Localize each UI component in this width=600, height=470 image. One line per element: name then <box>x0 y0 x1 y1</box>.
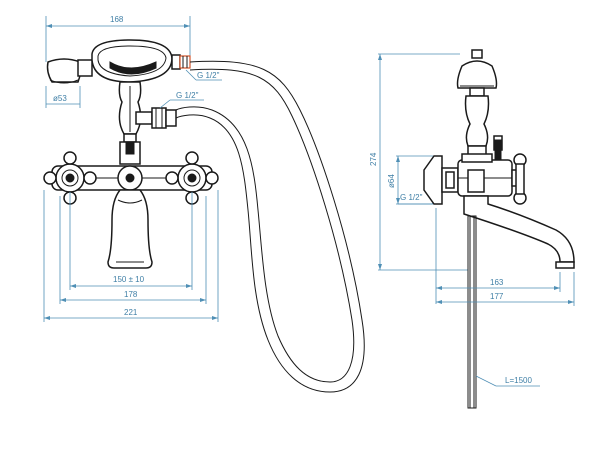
dim-177: 177 <box>436 272 575 306</box>
dim-178: 178 <box>59 196 207 304</box>
hand-shower-head <box>46 58 93 84</box>
dim-d53: ø53 <box>45 86 81 108</box>
front-spout <box>107 189 153 269</box>
hand-shower-cradle <box>91 39 191 83</box>
dim-274-label: 274 <box>369 152 378 166</box>
dim-221-label: 221 <box>124 308 138 317</box>
dim-177-label: 177 <box>490 292 504 301</box>
dim-274: 274 <box>369 53 468 271</box>
front-view: 168 ø53 G 1/2" <box>43 15 222 322</box>
dim-163: 163 <box>435 208 561 304</box>
dim-178-label: 178 <box>124 290 138 299</box>
dim-150: 150 ± 10 <box>69 192 193 290</box>
side-spout <box>463 195 575 269</box>
dim-163-label: 163 <box>490 278 504 287</box>
side-hose <box>467 215 477 409</box>
dim-150-label: 150 ± 10 <box>113 275 145 284</box>
dim-d53-label: ø53 <box>53 94 67 103</box>
right-cross-handle <box>165 151 219 205</box>
thread-callout-hose: G 1/2" <box>159 91 204 109</box>
thread-inlet-label: G 1/2" <box>400 193 423 202</box>
dim-168-label: 168 <box>110 15 124 24</box>
hose-connector <box>135 107 177 129</box>
side-stem <box>464 95 490 157</box>
side-cross-handle <box>511 153 527 205</box>
hose-length-label: L=1500 <box>505 376 532 385</box>
dim-168: 168 <box>45 15 191 62</box>
side-handshower <box>456 49 498 97</box>
side-inlet-flange <box>423 155 459 205</box>
thread-callout-handshower: G 1/2" <box>185 69 222 81</box>
flexible-hose <box>175 60 365 393</box>
side-body <box>457 153 513 197</box>
hose-length-callout: L=1500 <box>475 375 540 387</box>
dim-221: 221 <box>43 190 219 322</box>
dim-d64-label: ø64 <box>387 174 396 188</box>
thread-handshower-label: G 1/2" <box>197 71 220 80</box>
thread-hose-label: G 1/2" <box>176 91 199 100</box>
side-view: 274 ø64 G 1/2" <box>369 49 575 409</box>
side-diverter-lever <box>493 135 503 161</box>
left-cross-handle <box>43 151 97 205</box>
